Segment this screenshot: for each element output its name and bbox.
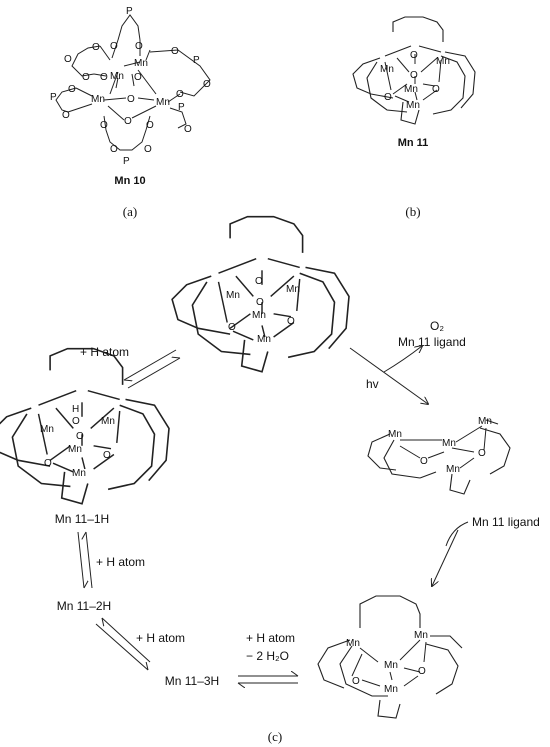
svg-text:Mn: Mn bbox=[68, 444, 82, 455]
mn11-label: Mn 11 bbox=[398, 137, 429, 149]
svg-text:Mn: Mn bbox=[252, 310, 266, 321]
species-mn11-1h: Mn 11–1H bbox=[55, 512, 109, 526]
reagent-mn11-ligand-out: Mn 11 ligand bbox=[398, 335, 466, 349]
svg-text:Mn: Mn bbox=[478, 416, 492, 427]
scheme-mn11-top: Mn Mn O O Mn O O Mn bbox=[171, 215, 350, 373]
atom-o: O bbox=[203, 79, 211, 90]
atom-p: P bbox=[178, 102, 185, 113]
atom-p: P bbox=[123, 156, 130, 167]
atom-mn: Mn bbox=[91, 94, 105, 105]
atom-mn: Mn bbox=[134, 58, 148, 69]
svg-text:O: O bbox=[72, 416, 80, 427]
atom-mn: Mn bbox=[110, 71, 124, 82]
atom-o: O bbox=[432, 84, 440, 95]
atom-o: O bbox=[100, 72, 108, 83]
svg-text:O: O bbox=[44, 458, 52, 469]
species-mn11-2h: Mn 11–2H bbox=[57, 599, 111, 613]
atom-o: O bbox=[135, 41, 143, 52]
atom-o: O bbox=[124, 116, 132, 127]
scheme-mn11-1h: Mn Mn H O O Mn O O Mn bbox=[0, 347, 170, 505]
reagent-mn11-ligand-in: Mn 11 ligand bbox=[472, 515, 540, 529]
svg-text:O: O bbox=[352, 676, 360, 687]
caption-a: (a) bbox=[123, 204, 137, 219]
svg-text:Mn: Mn bbox=[226, 290, 240, 301]
mn11-atoms: Mn Mn O O Mn O O Mn bbox=[380, 50, 450, 111]
ligand-addition-arrow bbox=[432, 521, 469, 586]
svg-text:O: O bbox=[228, 322, 236, 333]
reagent-o2: O₂ bbox=[430, 319, 444, 333]
equilibrium-arrow-3h-to-product bbox=[238, 676, 298, 683]
equilibrium-arrow-top-to-1h bbox=[123, 349, 181, 389]
atom-o: O bbox=[184, 124, 192, 135]
reagent-h-atom-3: + H atom bbox=[136, 631, 185, 645]
svg-text:Mn: Mn bbox=[442, 438, 456, 449]
svg-text:O: O bbox=[255, 276, 263, 287]
svg-text:Mn: Mn bbox=[388, 429, 402, 440]
atom-p: P bbox=[193, 55, 200, 66]
atom-o: O bbox=[64, 54, 72, 65]
species-mn11-3h: Mn 11–3H bbox=[165, 674, 219, 688]
atom-o: O bbox=[127, 94, 135, 105]
atom-p: P bbox=[50, 92, 57, 103]
reagent-hv: hv bbox=[366, 377, 379, 391]
scheme-product: Mn Mn Mn O O Mn bbox=[317, 595, 463, 719]
svg-text:Mn: Mn bbox=[72, 468, 86, 479]
reagent-h-atom-4: + H atom bbox=[246, 631, 295, 645]
equilibrium-arrow-2h-to-3h bbox=[95, 617, 151, 671]
scheme-fragment: Mn Mn Mn O O Mn bbox=[367, 416, 511, 495]
atom-o: O bbox=[110, 144, 118, 155]
atom-o: O bbox=[146, 120, 154, 131]
svg-text:Mn: Mn bbox=[446, 464, 460, 475]
atom-o: O bbox=[134, 72, 142, 83]
svg-text:Mn: Mn bbox=[286, 284, 300, 295]
atom-mn: Mn bbox=[156, 97, 170, 108]
mn10-structure bbox=[55, 14, 211, 151]
atom-o: O bbox=[171, 46, 179, 57]
svg-text:O: O bbox=[287, 316, 295, 327]
caption-c: (c) bbox=[268, 729, 282, 744]
reagent-h-atom-1: + H atom bbox=[80, 345, 129, 359]
atom-o: O bbox=[92, 42, 100, 53]
atom-o: O bbox=[68, 84, 76, 95]
svg-text:Mn: Mn bbox=[257, 334, 271, 345]
svg-text:Mn: Mn bbox=[40, 424, 54, 435]
svg-text:O: O bbox=[478, 448, 486, 459]
svg-text:O: O bbox=[418, 666, 426, 677]
atom-o: O bbox=[110, 41, 118, 52]
reagent-h-atom-2: + H atom bbox=[96, 555, 145, 569]
svg-text:Mn: Mn bbox=[414, 630, 428, 641]
atom-mn: Mn bbox=[380, 64, 394, 75]
atom-o: O bbox=[144, 144, 152, 155]
mn10-label: Mn 10 bbox=[114, 175, 145, 187]
svg-text:O: O bbox=[256, 297, 264, 308]
photolysis-arrow bbox=[349, 346, 428, 404]
svg-text:O: O bbox=[76, 431, 84, 442]
reagent-minus-water: − 2 H₂O bbox=[246, 649, 289, 663]
svg-text:O: O bbox=[420, 456, 428, 467]
svg-text:Mn: Mn bbox=[384, 684, 398, 695]
svg-text:Mn: Mn bbox=[346, 638, 360, 649]
atom-mn: Mn bbox=[406, 100, 420, 111]
atom-mn: Mn bbox=[436, 56, 450, 67]
atom-o: O bbox=[384, 92, 392, 103]
atom-mn: Mn bbox=[404, 84, 418, 95]
caption-b: (b) bbox=[405, 204, 420, 219]
atom-o: O bbox=[176, 89, 184, 100]
mn10-atoms: O O P Mn Mn Mn Mn O O O O O O P O O O O … bbox=[50, 6, 211, 167]
svg-text:Mn: Mn bbox=[384, 660, 398, 671]
atom-p: P bbox=[126, 6, 133, 17]
svg-text:Mn: Mn bbox=[101, 416, 115, 427]
atom-o: O bbox=[82, 72, 90, 83]
svg-text:O: O bbox=[103, 450, 111, 461]
atom-o: O bbox=[100, 120, 108, 131]
atom-o: O bbox=[410, 50, 418, 61]
atom-o: O bbox=[410, 70, 418, 81]
atom-o: O bbox=[62, 110, 70, 121]
svg-text:H: H bbox=[72, 404, 79, 415]
equilibrium-arrow-1h-to-2h bbox=[77, 532, 93, 588]
